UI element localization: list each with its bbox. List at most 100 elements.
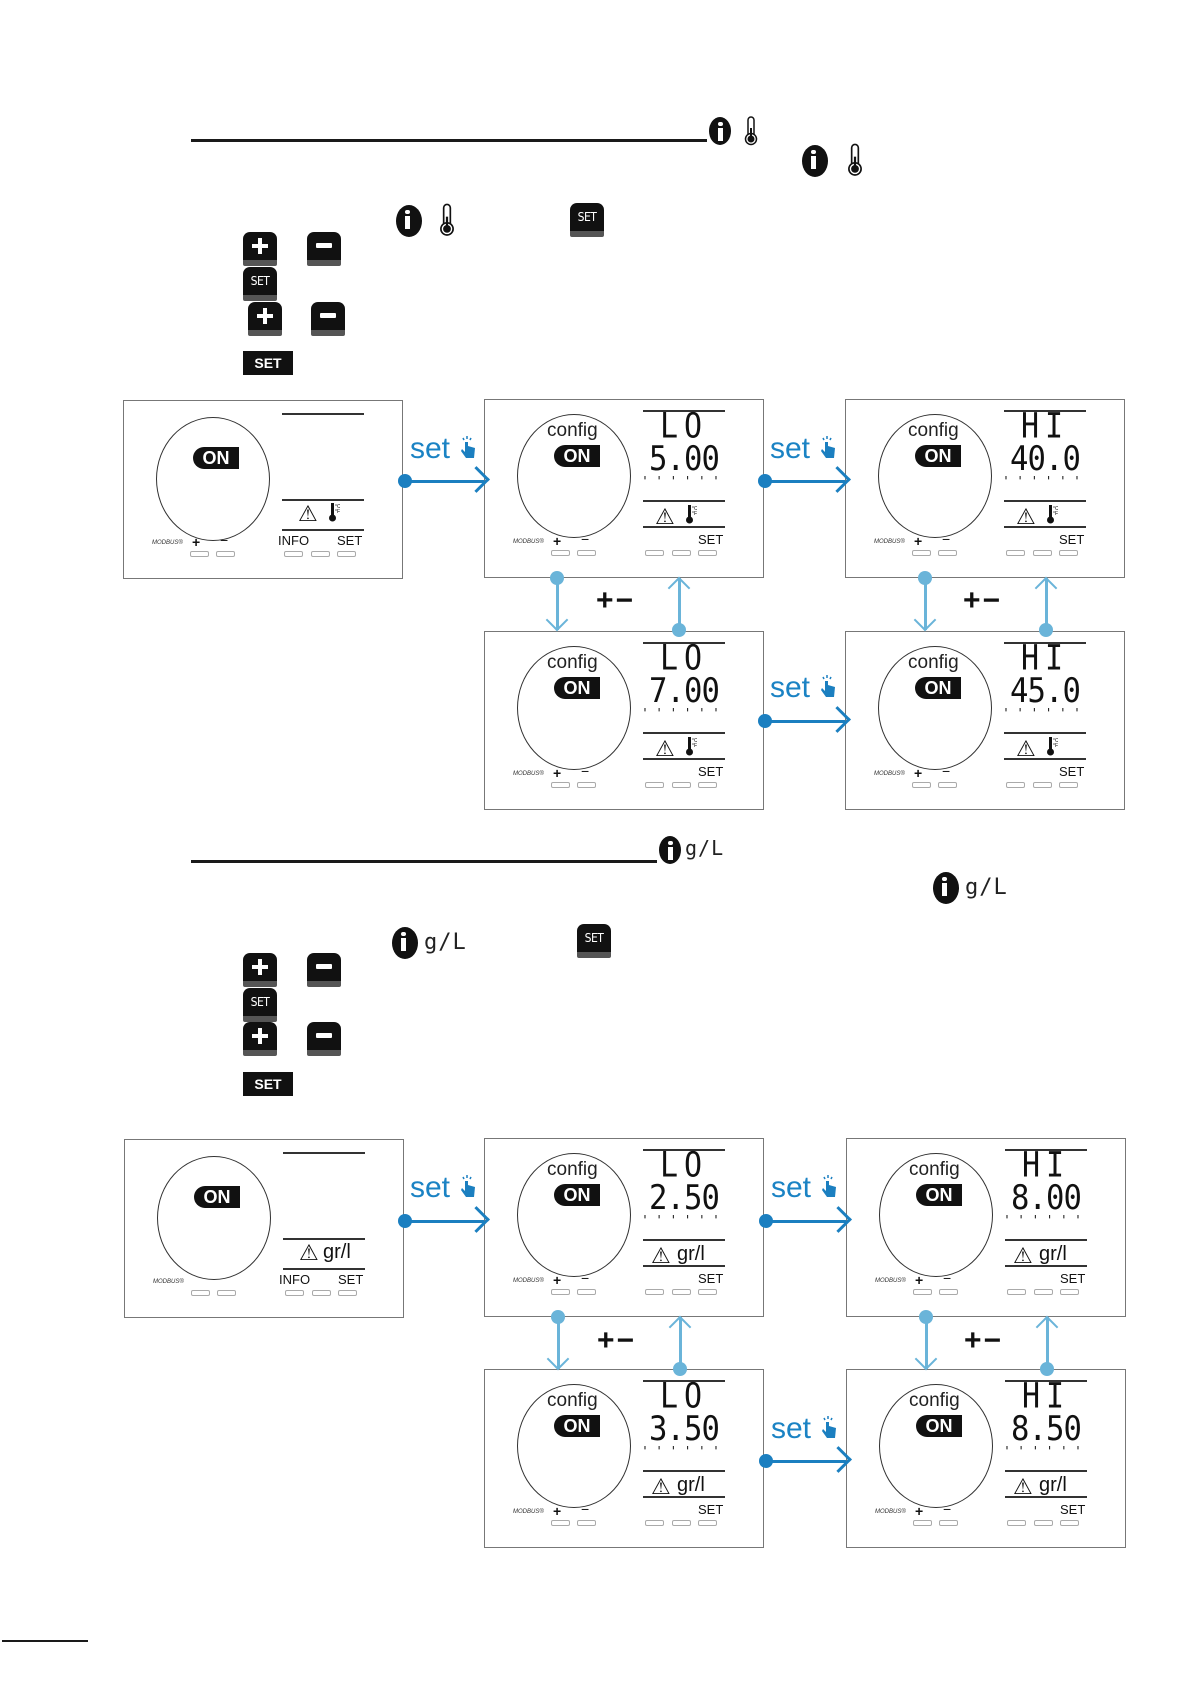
set-arrow xyxy=(759,1206,852,1233)
svg-text:°C: °C xyxy=(335,504,340,510)
middle-button[interactable] xyxy=(312,1290,331,1296)
dial-circle xyxy=(157,1156,271,1280)
minus-button[interactable] xyxy=(577,550,596,556)
minus-button[interactable] xyxy=(577,1289,596,1295)
hand-pointer-icon xyxy=(821,675,835,697)
thermometer-icon xyxy=(744,116,758,146)
plus-button[interactable] xyxy=(551,782,570,788)
middle-button[interactable] xyxy=(1033,782,1052,788)
modbus-logo: MODBUS® xyxy=(513,1509,544,1515)
middle-button[interactable] xyxy=(672,1289,691,1295)
minus-label: − xyxy=(581,1501,590,1517)
middle-button[interactable] xyxy=(672,782,691,788)
set-button[interactable] xyxy=(1060,1520,1079,1526)
warning-icon: ⚠ xyxy=(651,1474,671,1499)
hand-pointer-icon xyxy=(461,436,475,458)
plus-minus-label: +− xyxy=(963,584,1003,617)
set-button[interactable] xyxy=(338,1290,357,1296)
lcd-readout: LO 2.50 '''''' xyxy=(637,1148,731,1241)
minus-button[interactable] xyxy=(577,1520,596,1526)
set-button[interactable] xyxy=(1059,782,1078,788)
set-button[interactable] xyxy=(698,782,717,788)
plus-key-icon xyxy=(243,1022,277,1056)
set-button[interactable] xyxy=(698,550,717,556)
info-button[interactable] xyxy=(645,1520,664,1526)
display-rule xyxy=(1005,1496,1087,1498)
plus-button[interactable] xyxy=(191,1290,210,1296)
value-readout: 5.00 xyxy=(648,439,720,479)
minus-button[interactable] xyxy=(939,1520,958,1526)
dial-circle xyxy=(879,1153,993,1277)
svg-text:°C: °C xyxy=(1053,738,1058,744)
display-rule xyxy=(643,642,725,644)
dial-circle xyxy=(517,1384,631,1508)
plus-button[interactable] xyxy=(912,782,931,788)
lcd-readout: LO 3.50 '''''' xyxy=(637,1379,731,1472)
set-key-flat-icon: SET xyxy=(243,1072,293,1096)
plus-label: + xyxy=(553,533,562,549)
info-button[interactable] xyxy=(1006,550,1025,556)
minus-label: − xyxy=(581,763,590,779)
info-button[interactable] xyxy=(284,551,303,557)
warning-icon: ⚠ xyxy=(299,1240,319,1265)
minus-button[interactable] xyxy=(938,782,957,788)
value-readout: 45.0 xyxy=(1009,671,1081,711)
plus-button[interactable] xyxy=(912,550,931,556)
info-icon xyxy=(396,205,422,237)
info-button[interactable] xyxy=(1007,1520,1026,1526)
unit-label: g/L xyxy=(685,836,725,860)
on-badge: ON xyxy=(554,1184,600,1206)
dial-circle xyxy=(517,1153,631,1277)
on-badge: ON xyxy=(554,1415,600,1437)
middle-button[interactable] xyxy=(672,550,691,556)
set-arrow-label: set xyxy=(770,432,811,465)
plus-button[interactable] xyxy=(913,1289,932,1295)
info-button[interactable] xyxy=(645,550,664,556)
minus-label: − xyxy=(943,1501,952,1517)
mode-readout: HI xyxy=(1021,1145,1071,1186)
middle-button[interactable] xyxy=(1034,1289,1053,1295)
blink-indicator: '''''' xyxy=(1002,706,1088,720)
plus-button[interactable] xyxy=(551,1289,570,1295)
warning-icon: ⚠ xyxy=(655,736,675,761)
value-readout: 8.00 xyxy=(1010,1178,1082,1218)
middle-button[interactable] xyxy=(1034,1520,1053,1526)
plus-button[interactable] xyxy=(551,550,570,556)
svg-text:°F: °F xyxy=(692,743,697,749)
middle-button[interactable] xyxy=(672,1520,691,1526)
info-button[interactable] xyxy=(645,1289,664,1295)
minus-button[interactable] xyxy=(577,782,596,788)
config-screen-hi-1: config ON HI 40.0 '''''' ⚠ °C°F MODBUS® … xyxy=(845,399,1125,578)
plus-button[interactable] xyxy=(551,1520,570,1526)
minus-label: − xyxy=(581,1270,590,1286)
info-button[interactable] xyxy=(1006,782,1025,788)
config-screen-lo-2: config ON LO 3.50 '''''' ⚠ gr/l MODBUS® … xyxy=(484,1369,764,1548)
minus-button[interactable] xyxy=(939,1289,958,1295)
info-button[interactable] xyxy=(285,1290,304,1296)
plus-button[interactable] xyxy=(190,551,209,557)
svg-text:°C: °C xyxy=(692,738,697,744)
info-button[interactable] xyxy=(1007,1289,1026,1295)
set-label: SET xyxy=(698,1271,724,1286)
minus-button[interactable] xyxy=(216,551,235,557)
minus-button[interactable] xyxy=(217,1290,236,1296)
down-arrow xyxy=(913,571,937,632)
set-button[interactable] xyxy=(1060,1289,1079,1295)
plus-key-icon xyxy=(243,953,277,987)
modbus-logo: MODBUS® xyxy=(513,539,544,545)
config-label: config xyxy=(909,1159,960,1180)
display-rule xyxy=(1005,1380,1087,1382)
down-arrow xyxy=(914,1310,938,1371)
blink-indicator: '''''' xyxy=(641,474,727,488)
set-button[interactable] xyxy=(698,1289,717,1295)
set-button[interactable] xyxy=(337,551,356,557)
set-key-icon: SET xyxy=(570,203,604,237)
set-arrow xyxy=(758,706,851,733)
middle-button[interactable] xyxy=(311,551,330,557)
set-button[interactable] xyxy=(698,1520,717,1526)
info-button[interactable] xyxy=(645,782,664,788)
plus-button[interactable] xyxy=(913,1520,932,1526)
set-button[interactable] xyxy=(1059,550,1078,556)
middle-button[interactable] xyxy=(1033,550,1052,556)
minus-button[interactable] xyxy=(938,550,957,556)
